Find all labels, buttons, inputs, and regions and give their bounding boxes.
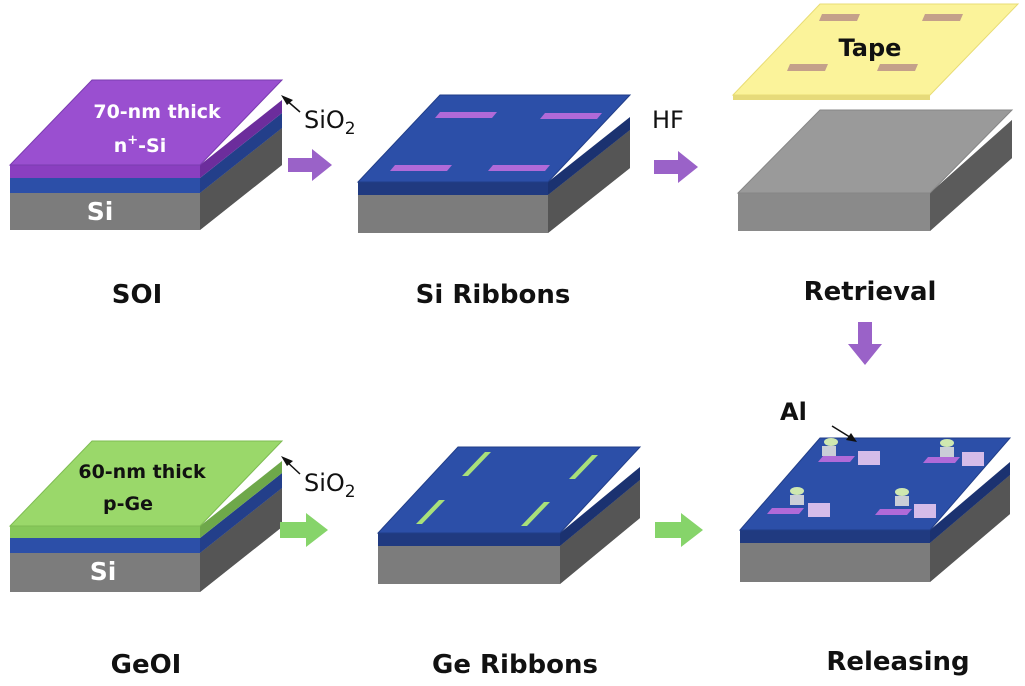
sio2-label-top: SiO2 bbox=[281, 95, 356, 139]
caption-soi: SOI bbox=[112, 280, 163, 310]
si-ribbon bbox=[435, 112, 497, 118]
sio2-sub: 2 bbox=[345, 119, 356, 139]
geoi-top-line2: p-Ge bbox=[103, 493, 153, 515]
retrieval-block bbox=[736, 109, 1014, 231]
n-plus-sup: + bbox=[127, 133, 138, 148]
caption-ge-ribbons: Ge Ribbons bbox=[432, 650, 598, 680]
process-arrow-1 bbox=[288, 149, 332, 181]
n-plus-main: n bbox=[114, 135, 128, 157]
caption-retrieval: Retrieval bbox=[804, 277, 937, 307]
tape-label: Tape bbox=[839, 34, 902, 62]
ge-ribbon bbox=[521, 502, 550, 526]
geoi-block: 60-nm thick p-Ge Si bbox=[8, 440, 284, 592]
geoi-top-line1: 60-nm thick bbox=[78, 461, 206, 483]
caption-releasing: Releasing bbox=[826, 647, 969, 677]
ribbon-on-tape bbox=[922, 14, 963, 21]
n-plus-rest: -Si bbox=[138, 135, 166, 157]
soi-block: 70-nm thick n+-Si Si bbox=[8, 79, 284, 230]
sio2-label-bottom: SiO2 bbox=[281, 456, 356, 502]
svg-text:SiO2: SiO2 bbox=[304, 106, 356, 139]
device-structure bbox=[875, 488, 936, 518]
ribbon-on-tape bbox=[877, 64, 918, 71]
releasing-block bbox=[738, 437, 1012, 582]
tape-sheet: Tape bbox=[731, 3, 1020, 100]
sio2-sub: 2 bbox=[345, 482, 356, 502]
caption-si-ribbons: Si Ribbons bbox=[416, 280, 571, 310]
hf-label: HF bbox=[652, 106, 684, 134]
ge-ribbons-block bbox=[376, 446, 642, 584]
si-ribbon bbox=[540, 113, 602, 119]
ribbon-on-tape bbox=[787, 64, 828, 71]
soi-base-label: Si bbox=[87, 197, 114, 226]
device-structure bbox=[818, 438, 880, 465]
si-ribbon bbox=[488, 165, 550, 171]
svg-text:SiO2: SiO2 bbox=[304, 469, 356, 502]
ge-ribbon bbox=[462, 452, 491, 476]
sio2-main: SiO bbox=[304, 469, 345, 497]
process-arrow-3 bbox=[280, 513, 328, 547]
caption-geoi: GeOI bbox=[111, 650, 182, 680]
si-ribbon bbox=[390, 165, 452, 171]
sio2-main: SiO bbox=[304, 106, 345, 134]
al-label: Al bbox=[780, 398, 857, 442]
process-arrow-2 bbox=[654, 151, 698, 183]
ge-ribbon bbox=[416, 500, 445, 524]
device-structure bbox=[923, 439, 984, 466]
process-arrow-down bbox=[848, 322, 882, 365]
si-ribbons-block bbox=[356, 94, 632, 233]
ge-ribbon bbox=[569, 455, 598, 479]
process-arrow-4 bbox=[655, 513, 703, 547]
al-text: Al bbox=[780, 398, 807, 426]
device-structure bbox=[767, 487, 830, 517]
geoi-base-label: Si bbox=[90, 557, 117, 586]
ribbon-on-tape bbox=[819, 14, 860, 21]
soi-top-line2: n+-Si bbox=[114, 133, 167, 157]
soi-top-line1: 70-nm thick bbox=[93, 101, 221, 123]
